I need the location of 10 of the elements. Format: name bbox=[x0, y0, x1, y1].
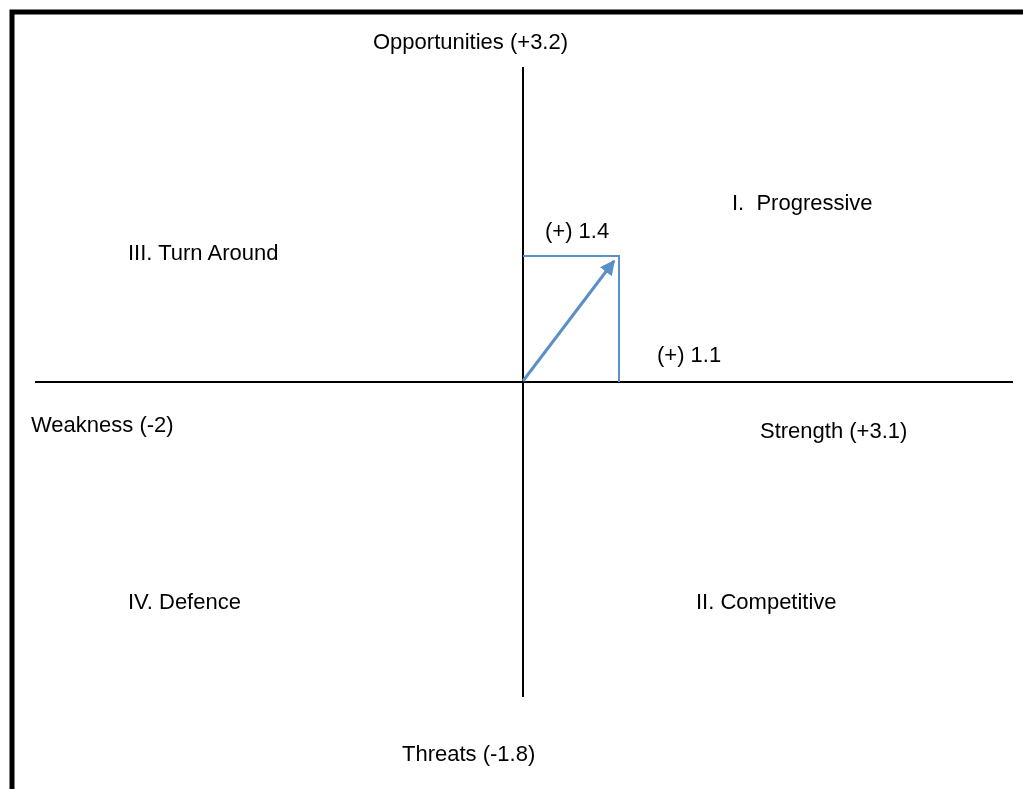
quadrant-label: I. Progressive bbox=[732, 190, 873, 216]
value-label: (+) 1.1 bbox=[657, 342, 722, 368]
axis-label: Weakness (-2) bbox=[31, 412, 174, 438]
axis-label: Strength (+3.1) bbox=[760, 418, 908, 444]
axis-label: Opportunities (+3.2) bbox=[373, 29, 569, 55]
value-label: (+) 1.4 bbox=[545, 218, 610, 244]
quadrant-label: II. Competitive bbox=[696, 589, 837, 615]
quadrant-label: III. Turn Around bbox=[128, 240, 279, 266]
axis-label: Threats (-1.8) bbox=[402, 741, 536, 767]
quadrant-label: IV. Defence bbox=[128, 589, 241, 615]
